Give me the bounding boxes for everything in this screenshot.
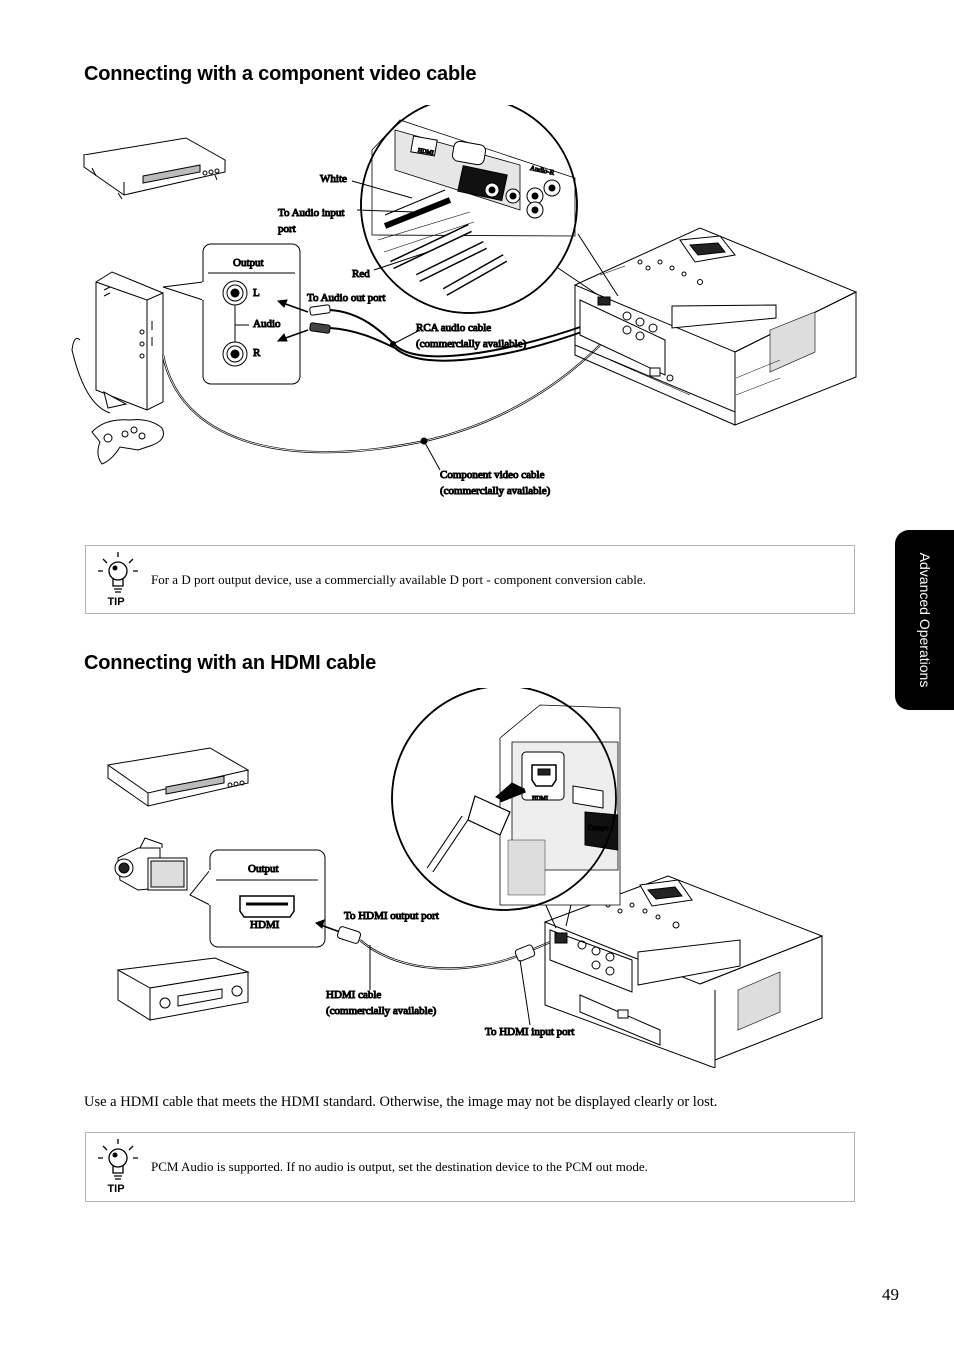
audio-output-callout: [162, 243, 301, 385]
label-output: Output: [233, 257, 264, 269]
section-heading-component: Connecting with a component video cable: [84, 63, 477, 85]
label-rca-cable: RCA audio cable: [416, 322, 491, 334]
label-to-hdmi-output: To HDMI output port: [344, 910, 439, 922]
hdmi-output-callout: [189, 849, 326, 948]
label-output: Output: [248, 863, 279, 875]
tip-box-pcm-audio: TIP PCM Audio is supported. If no audio …: [85, 1132, 855, 1202]
label-to-audio-out: To Audio out port: [307, 292, 385, 304]
label-hdmi-cable: HDMI cable: [326, 989, 381, 1001]
projector-illustration: [573, 227, 858, 426]
side-tab-label: Advanced Operations: [916, 552, 933, 688]
label-to-audio-input-port: port: [278, 223, 296, 235]
tip-lightbulb-icon: TIP: [98, 1139, 138, 1195]
hdmi-connection-diagram: Output HDMI To HDMI output port HDMI cab…: [0, 685, 880, 1069]
tip-box-d-port: TIP For a D port output device, use a co…: [85, 545, 855, 614]
side-chapter-tab[interactable]: Advanced Operations: [895, 530, 954, 710]
zoom-circle-rear-panel: [360, 96, 619, 314]
component-connection-diagram: White To Audio input port Red Output L A…: [0, 96, 880, 510]
page-number: 49: [882, 1285, 899, 1304]
label-rca-cable-note: (commercially available): [416, 338, 527, 350]
label-right: R: [253, 347, 261, 359]
label-audio: Audio: [253, 318, 281, 330]
label-to-audio-input: To Audio input: [278, 207, 344, 219]
section-heading-hdmi: Connecting with an HDMI cable: [84, 652, 376, 674]
zoom-circle-hdmi-port: [391, 685, 621, 929]
tip-text: PCM Audio is supported. If no audio is o…: [151, 1159, 648, 1174]
label-left: L: [253, 287, 260, 299]
label-component-cable: Component video cable: [440, 469, 545, 481]
hdmi-standard-note: Use a HDMI cable that meets the HDMI sta…: [84, 1094, 718, 1110]
camcorder-illustration: [114, 837, 188, 891]
tip-lightbulb-icon: TIP: [98, 552, 138, 608]
label-red: Red: [352, 268, 370, 280]
label-to-hdmi-input: To HDMI input port: [485, 1026, 574, 1038]
game-console-illustration: [71, 271, 164, 414]
tip-icon-label: TIP: [107, 596, 124, 608]
dvd-player-illustration: [106, 747, 250, 807]
dvd-player-illustration: [82, 137, 227, 200]
port-label-hdmi: HDMI: [417, 148, 434, 157]
av-receiver-illustration: [116, 957, 250, 1021]
tip-icon-label: TIP: [107, 1183, 124, 1195]
gamepad-illustration: [91, 419, 164, 465]
label-component-cable-note: (commercially available): [440, 485, 551, 497]
port-label-compo: Compo: [588, 824, 609, 832]
tip-text: For a D port output device, use a commer…: [151, 572, 646, 587]
label-hdmi: HDMI: [250, 919, 280, 931]
label-hdmi-cable-note: (commercially available): [326, 1005, 437, 1017]
port-label-hdmi: HDMI: [532, 796, 548, 802]
label-white: White: [320, 173, 347, 185]
